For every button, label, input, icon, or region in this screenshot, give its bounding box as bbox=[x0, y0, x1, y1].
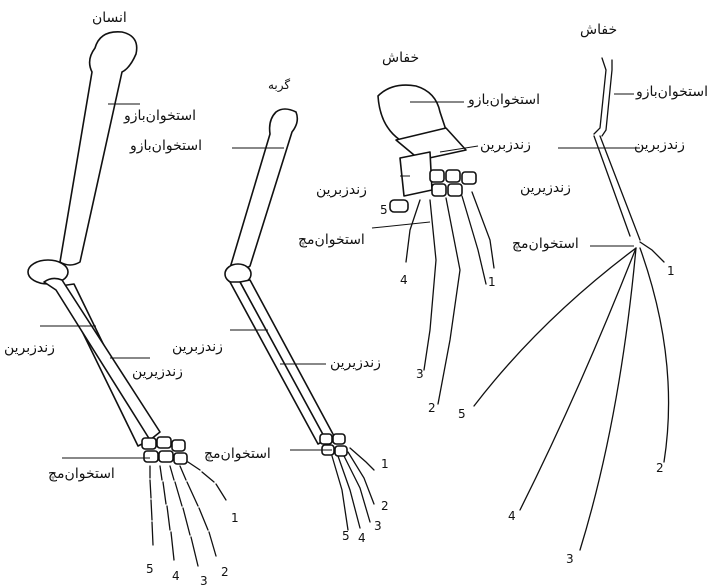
bat-hand bbox=[372, 85, 494, 404]
cat-digit-2: 2 bbox=[381, 500, 389, 512]
bat-hand-digit-3: 3 bbox=[416, 368, 424, 380]
cat-digit-5: 5 bbox=[342, 530, 350, 542]
title-bat-hand: خفاش bbox=[382, 50, 419, 66]
bat-wing bbox=[474, 58, 669, 550]
bat-wing-digit-4 bbox=[520, 248, 636, 510]
cat-ulna bbox=[230, 282, 326, 444]
human-digit-4: 4 bbox=[172, 570, 180, 582]
human-digit-3: 3 bbox=[200, 575, 208, 587]
cat-arm bbox=[225, 109, 374, 530]
label-bat-wing-radius: زندزبرین bbox=[634, 137, 685, 153]
label-human-ulna: زندزیرین bbox=[132, 364, 183, 380]
bat-hand-ulna bbox=[400, 152, 432, 196]
cat-humerus bbox=[230, 109, 297, 271]
bat-hand-digit-5: 5 bbox=[380, 204, 388, 216]
label-cat-humerus: استخوان‌بازو bbox=[130, 138, 202, 154]
title-bat-wing: خفاش bbox=[580, 22, 617, 38]
label-bat-wing-ulna: زندزیرین bbox=[520, 180, 571, 196]
label-bat-hand-carpals: استخوان‌مچ bbox=[298, 232, 365, 248]
human-humerus bbox=[60, 32, 137, 265]
cat-radius bbox=[240, 280, 334, 440]
label-cat-carpals: استخوان‌مچ bbox=[204, 446, 271, 462]
human-fingers bbox=[150, 462, 226, 566]
bat-hand-digit-1: 1 bbox=[488, 276, 496, 288]
human-digit-1: 1 bbox=[231, 512, 239, 524]
label-bat-hand-radius-right: زندزبرین bbox=[480, 137, 531, 153]
cat-carpals bbox=[320, 434, 347, 456]
cat-digit-3: 3 bbox=[374, 520, 382, 532]
cat-toes bbox=[332, 448, 374, 530]
human-digit-5: 5 bbox=[146, 563, 154, 575]
bat-hand-digit-2: 2 bbox=[428, 402, 436, 414]
cat-digit-1: 1 bbox=[381, 458, 389, 470]
human-carpals bbox=[142, 437, 187, 464]
label-bat-wing-carpals: استخوان‌مچ bbox=[512, 236, 579, 252]
label-human-carpals: استخوان‌مچ bbox=[48, 466, 115, 482]
bat-wing-digit-2 bbox=[640, 248, 669, 462]
label-human-radius: زندزبرین bbox=[4, 340, 55, 356]
title-cat: گربه bbox=[268, 78, 290, 92]
label-bat-hand-radius-left: زندزبرین bbox=[316, 182, 367, 198]
human-ulna bbox=[44, 278, 160, 440]
bat-wing-digit-3 bbox=[580, 248, 636, 550]
bat-wing-digit-3: 3 bbox=[566, 553, 574, 565]
human-digit-2: 2 bbox=[221, 566, 229, 578]
label-human-humerus: استخوان‌بازو bbox=[124, 108, 196, 124]
bat-wing-digit-2: 2 bbox=[656, 462, 664, 474]
label-bat-wing-humerus: استخوان‌بازو bbox=[636, 84, 708, 100]
label-cat-ulna: زندزیرین bbox=[330, 355, 381, 371]
bat-wing-digit-1: 1 bbox=[667, 265, 675, 277]
bat-wing-digit-4: 4 bbox=[508, 510, 516, 522]
title-human: انسان bbox=[92, 10, 127, 26]
label-bat-hand-humerus: استخوان‌بازو bbox=[468, 92, 540, 108]
cat-digit-4: 4 bbox=[358, 532, 366, 544]
bat-wing-humerus bbox=[594, 58, 612, 136]
bat-wing-digit-5: 5 bbox=[458, 408, 466, 420]
bat-wing-digit-5 bbox=[474, 248, 636, 406]
bat-hand-digit-4: 4 bbox=[400, 274, 408, 286]
label-cat-radius: زندزبرین bbox=[172, 339, 223, 355]
